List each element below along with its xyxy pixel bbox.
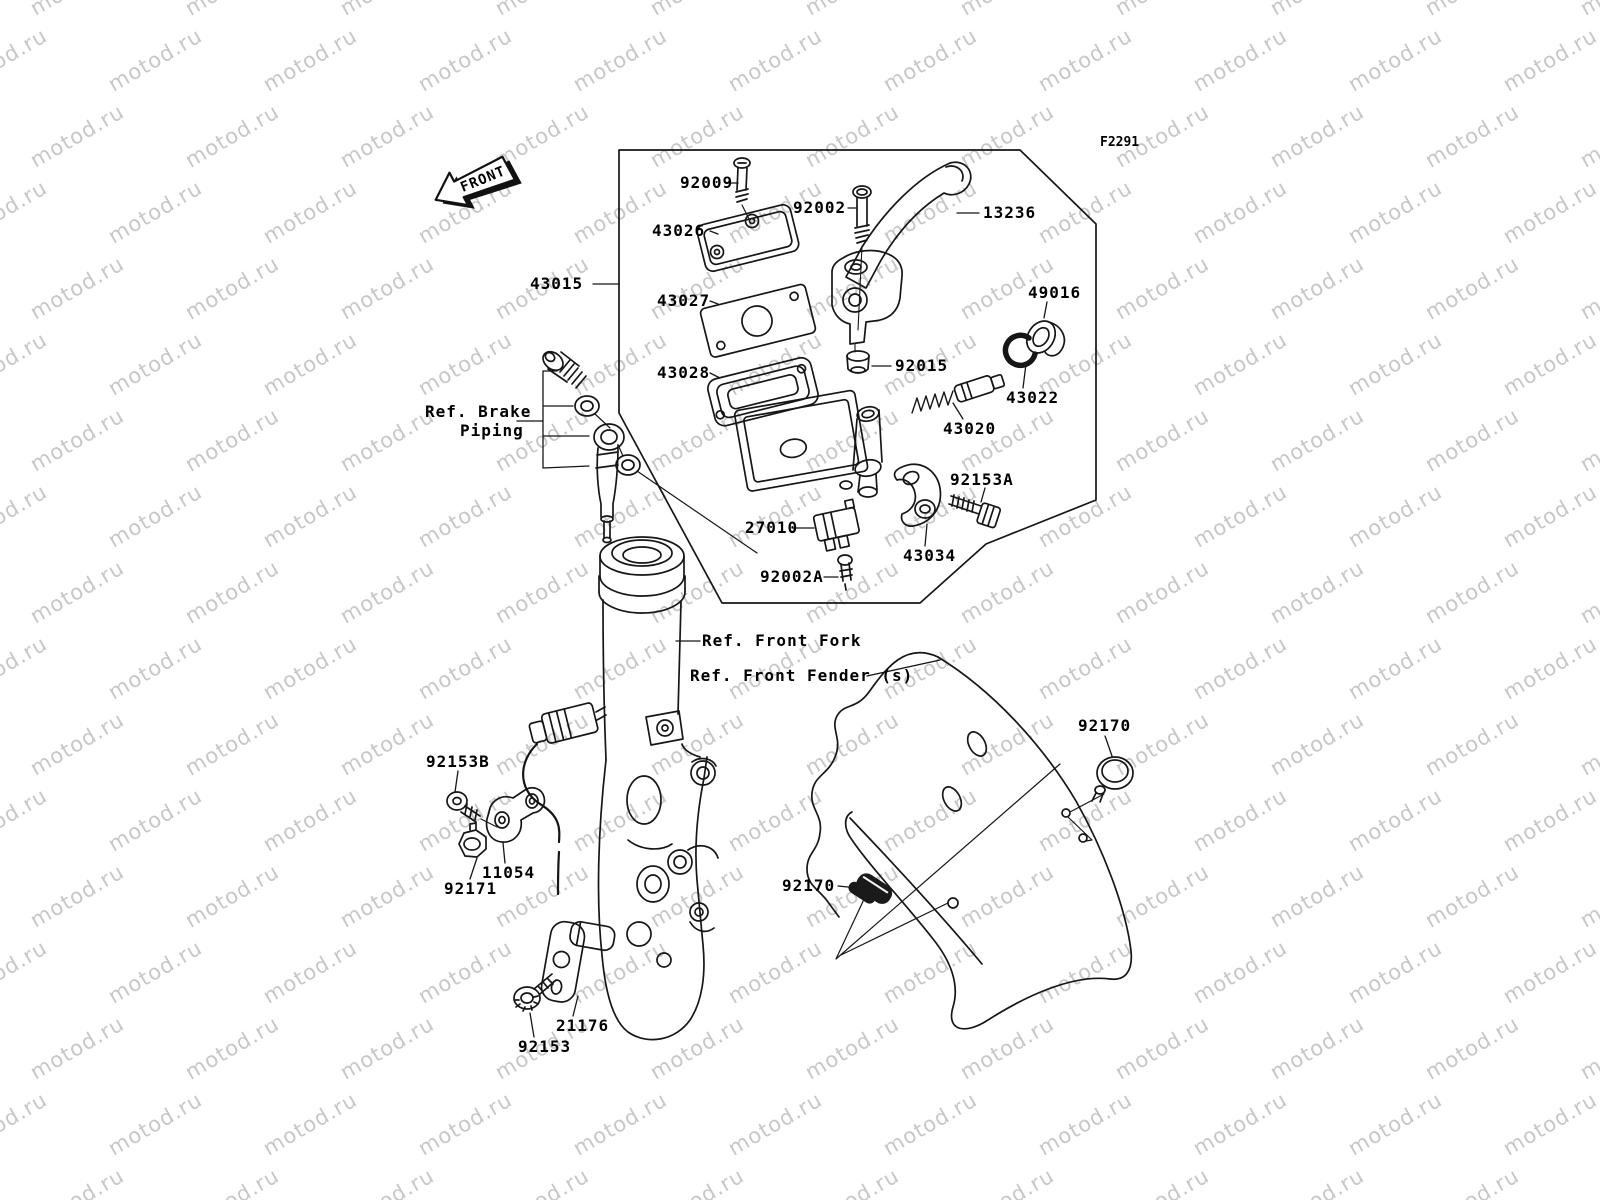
part-label-92171: 92171 [444, 879, 498, 898]
pivot-bolt-92002 [852, 185, 872, 353]
bolt-92153 [513, 973, 557, 1012]
part-label-27010: 27010 [745, 518, 799, 537]
part-label-43020: 43020 [943, 419, 997, 438]
part-label-43028: 43028 [657, 363, 711, 382]
part-label-92153a: 92153A [950, 470, 1014, 489]
part-label-92002: 92002 [793, 198, 847, 217]
part-label-92015: 92015 [895, 356, 949, 375]
part-label-21176: 21176 [556, 1016, 610, 1035]
bolt-92153a [948, 494, 1002, 529]
front-arrow-icon: FRONT [434, 155, 522, 209]
part-label-92009: 92009 [680, 173, 734, 192]
brake-lever-13236 [845, 161, 972, 289]
leader-lines [454, 182, 1113, 1038]
part-label-43022: 43022 [1006, 388, 1060, 407]
speed-sensor [522, 702, 616, 1003]
part-label-92170-clip: 92170 [782, 876, 836, 895]
assembly-box-outline [618, 149, 1097, 604]
part-label-43027: 43027 [657, 291, 711, 310]
brake-switch-27010 [812, 498, 860, 552]
screw-92009 [733, 157, 751, 220]
part-label-13236: 13236 [983, 203, 1037, 222]
grommet-92170 [1067, 756, 1134, 842]
locknut-92015 [846, 350, 870, 374]
circlip-43022 [1002, 332, 1038, 369]
part-label-43034: 43034 [903, 546, 957, 565]
damper-92171 [458, 822, 487, 858]
screw-92002a [837, 554, 853, 591]
part-label-43026: 43026 [652, 221, 706, 240]
part-label-43015: 43015 [530, 274, 584, 293]
front-fender [806, 651, 1133, 1030]
diaphragm-plate-43027 [699, 283, 817, 358]
holder-11054 [485, 787, 546, 843]
reservoir-cap-43026 [696, 203, 800, 273]
part-label-49016: 49016 [1028, 283, 1082, 302]
ref-label-front-fork: Ref. Front Fork [702, 631, 862, 650]
trim-clip-92170 [848, 873, 893, 904]
figure-code: F2291 [1100, 135, 1140, 150]
part-label-11054: 11054 [482, 863, 536, 882]
lever-holder [831, 249, 903, 345]
piston-kit-43020 [911, 373, 1006, 414]
part-label-92002a: 92002A [760, 567, 824, 586]
part-label-92170-fender: 92170 [1078, 716, 1132, 735]
front-fork [597, 536, 719, 1041]
brake-piping-parts [542, 350, 758, 554]
clamp-43034 [893, 463, 942, 527]
part-label-92153b: 92153B [426, 752, 490, 771]
ref-label-front-fender: Ref. Front Fender (s) [690, 666, 914, 685]
part-label-92153: 92153 [518, 1037, 572, 1056]
master-cylinder-body-43015 [733, 389, 883, 498]
diaphragm-43028 [707, 356, 819, 427]
screw-92153b [446, 791, 498, 828]
ref-label-brake-piping-1: Ref. Brake [425, 402, 532, 421]
ref-label-brake-piping-2: Piping [460, 421, 524, 440]
dust-cover-49016 [1025, 320, 1066, 357]
